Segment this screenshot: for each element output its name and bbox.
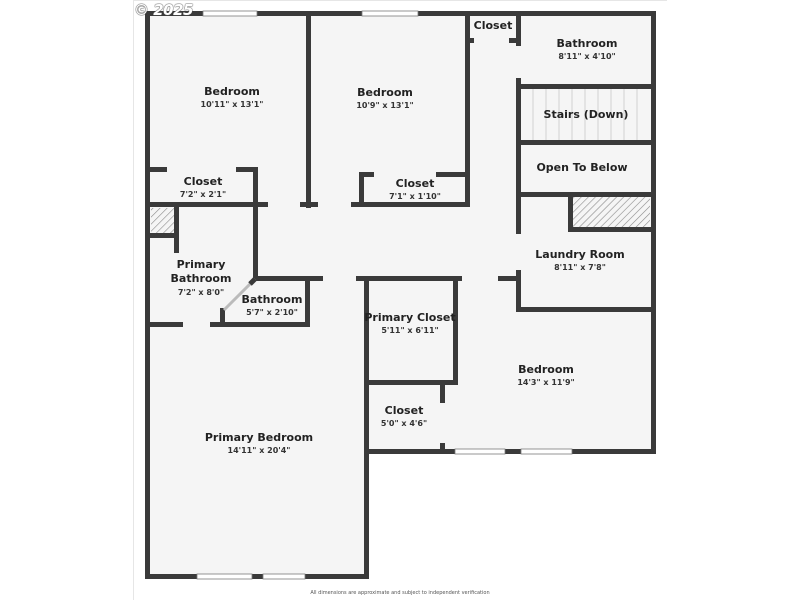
room-name: Primary Closet — [364, 311, 455, 324]
room-name: Bathroom — [242, 293, 303, 306]
room-name: Stairs (Down) — [544, 108, 629, 121]
room-name: Bedroom — [204, 85, 260, 98]
room-dimensions: 7'2" x 8'0" — [178, 288, 224, 297]
stairs-treads — [532, 89, 638, 140]
room-name: Bedroom — [518, 363, 574, 376]
room-name: Laundry Room — [535, 248, 624, 261]
room-dimensions: 5'11" x 6'11" — [381, 326, 438, 335]
room-dimensions: 7'1" x 1'10" — [389, 192, 441, 201]
room-dimensions: 5'0" x 4'6" — [381, 419, 427, 428]
room-name: Primary Bedroom — [205, 431, 313, 444]
page-top-edge-line — [133, 0, 667, 1]
diagonal-wall-stub — [248, 277, 257, 286]
hatched-chase-laundry — [573, 196, 650, 228]
room-name: Closet — [184, 175, 223, 188]
room-dimensions: 7'2" x 2'1" — [180, 190, 226, 199]
room-dimensions: 14'11" x 20'4" — [228, 446, 291, 455]
room-name-line2: Bathroom — [171, 272, 232, 285]
hatched-chase-primary-bath — [151, 208, 176, 236]
windows — [196, 10, 573, 580]
room-dimensions: 14'3" x 11'9" — [517, 378, 574, 387]
page-edge-line — [133, 0, 134, 600]
room-name: Bathroom — [557, 37, 618, 50]
room-dimensions: 5'7" x 2'10" — [246, 308, 298, 317]
room-name: Closet — [385, 404, 424, 417]
disclaimer-text: All dimensions are approximate and subje… — [310, 590, 490, 596]
room-dimensions: 8'11" x 7'8" — [554, 263, 606, 272]
room-labels: Bedroom 10'11" x 13'1" Bedroom 10'9" x 1… — [171, 19, 629, 455]
diagonal-door-opening — [222, 277, 257, 312]
room-dimensions: 8'11" x 4'10" — [558, 52, 615, 61]
room-name-line1: Primary — [177, 258, 226, 271]
room-name: Bedroom — [357, 86, 413, 99]
room-dimensions: 10'11" x 13'1" — [201, 100, 264, 109]
room-name: Closet — [396, 177, 435, 190]
room-name: Closet — [474, 19, 513, 32]
room-dimensions: 10'9" x 13'1" — [356, 101, 413, 110]
room-name: Open To Below — [536, 161, 627, 174]
copyright-watermark: © 2025 — [134, 1, 193, 19]
